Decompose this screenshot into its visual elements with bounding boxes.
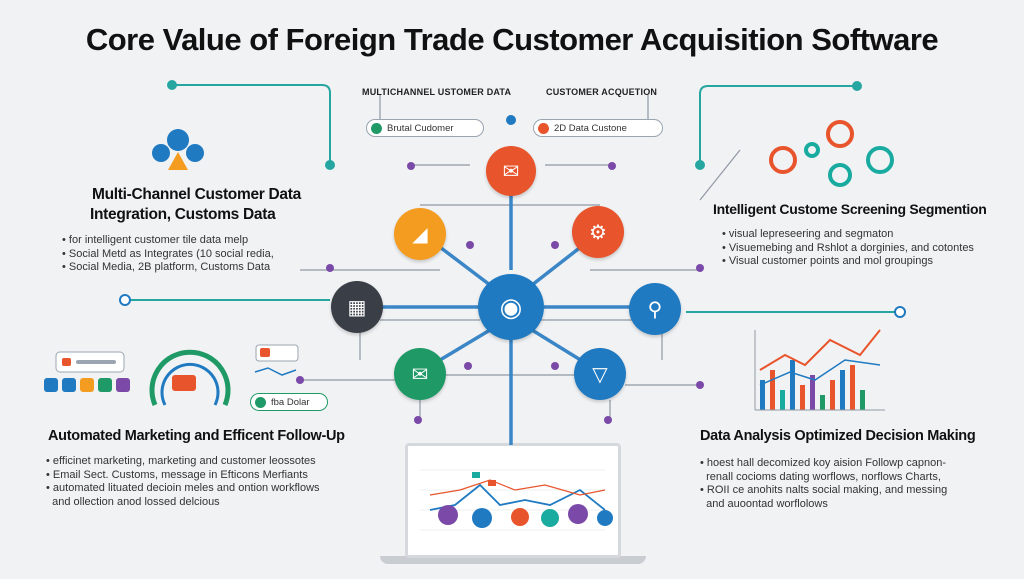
upper-right-node[interactable]: ⚙ [572, 206, 624, 258]
tag-pill-label: fba Dolar [271, 396, 310, 408]
bullet: and auoontad worflolows [706, 497, 828, 510]
dot-icon [538, 122, 549, 134]
section-top-left-bullets: • for intelligent customer tile data mel… [62, 234, 274, 275]
section-bottom-right-heading: Data Analysis Optimized Decision Making [700, 428, 976, 444]
bullet: • Social Media, 2B platform, Customs Dat… [62, 261, 271, 273]
section-top-left-heading-2: Integration, Customs Data [90, 206, 276, 223]
triangle-icon: ◢ [412, 223, 428, 246]
section-top-left-heading-1: Multi-Channel Customer Data [92, 186, 301, 203]
bullet: • efficinet marketing, marketing and cus… [46, 455, 316, 467]
dot-6 [326, 264, 334, 272]
dot-9 [604, 416, 612, 424]
gear-icon: ⚙ [589, 221, 607, 244]
dot-4 [407, 162, 415, 170]
pill-right-label: 2D Data Custone [554, 122, 627, 134]
bullet: • visual lepreseering and segmaton [722, 228, 894, 240]
app-icons-group [44, 378, 130, 392]
top-node[interactable]: ✉ [486, 146, 536, 196]
analytics-bar-chart-icon [754, 329, 885, 411]
bullet: renall cocioms dating worflows, norflows… [706, 470, 941, 483]
top-label-right: CUSTOMER ACQUETION [546, 87, 658, 97]
dot-14 [296, 376, 304, 384]
dot-10 [464, 362, 472, 370]
connector-top-left [172, 84, 331, 165]
pill-right: 2D Data Custone [533, 119, 663, 137]
section-top-right-bullets: • visual lepreseering and segmaton • Vis… [722, 228, 974, 269]
segment-donuts-icon [769, 120, 894, 187]
bullet: and ollection anod lossed delcious [52, 495, 220, 508]
envelope-icon: ✉ [502, 160, 520, 183]
thin-line-17 [699, 149, 741, 201]
bullet: • Email Sect. Customs, message in Eftico… [46, 468, 308, 481]
funnel-icon: ▽ [592, 363, 608, 386]
bullet: • ROII ce anohits nalts social making, a… [700, 484, 948, 496]
page-title: Core Value of Foreign Trade Customer Acq… [85, 22, 939, 57]
lower-right-node[interactable]: ▽ [574, 348, 626, 400]
section-bottom-right-bullets: • hoest hall decomized koy aision Follow… [700, 457, 947, 511]
search-icon: ⚲ [647, 298, 663, 321]
dot-tl-end [167, 80, 177, 90]
bullet: • Visual customer points and mol groupin… [722, 255, 933, 267]
bullet: • Visuemebing and Rshlot a dorginies, an… [722, 241, 974, 254]
dot-icon [371, 122, 382, 134]
dot-12 [466, 241, 474, 249]
lower-left-node[interactable]: ✉ [394, 348, 446, 400]
dashboard-icon: ▦ [347, 296, 367, 319]
message-bubble-icon [55, 344, 299, 376]
upper-left-node[interactable]: ◢ [394, 208, 446, 260]
section-bottom-left-bullets: • efficinet marketing, marketing and cus… [46, 455, 320, 509]
pill-left: Brutal Cudomer [366, 119, 484, 137]
laptop-base [380, 556, 646, 564]
people-group-icon [152, 129, 204, 170]
tag-pill: fba Dolar [250, 393, 328, 411]
mail-icon: ✉ [411, 363, 429, 386]
dot-left-end [119, 294, 131, 306]
section-bottom-left-heading: Automated Marketing and Efficent Follow-… [48, 428, 345, 444]
top-label-left: MULTICHANNEL USTOMER DATA [362, 87, 512, 97]
dot-icon [255, 396, 266, 408]
dot-15 [696, 381, 704, 389]
dot-1 [325, 160, 335, 170]
user-icon: ◉ [499, 291, 523, 322]
dot-8 [414, 416, 422, 424]
left-node[interactable]: ▦ [331, 281, 383, 333]
laptop-chart [420, 469, 613, 531]
connector-top-right [699, 85, 857, 165]
bullet: • for intelligent customer tile data mel… [62, 234, 249, 246]
dot-11 [551, 362, 559, 370]
bullet: • hoest hall decomized koy aision Follow… [700, 457, 946, 469]
dot-7 [696, 264, 704, 272]
pill-left-label: Brutal Cudomer [387, 122, 454, 134]
right-node[interactable]: ⚲ [629, 283, 681, 335]
bullet: • automated lituated decioin meles and o… [46, 482, 320, 494]
dot-5 [608, 162, 616, 170]
dot-tr-end [852, 81, 862, 91]
section-top-right-heading: Intelligent Custome Screening Segmention [713, 201, 987, 217]
dot-3 [506, 115, 516, 125]
gauge-ring-icon [149, 349, 231, 406]
laptop-screen [405, 443, 621, 558]
dot-13 [551, 241, 559, 249]
dot-2 [695, 160, 705, 170]
bullet: • Social Metd as Integrates (10 social r… [62, 247, 274, 260]
dot-right-end [894, 306, 906, 318]
center-node[interactable]: ◉ [478, 274, 544, 340]
